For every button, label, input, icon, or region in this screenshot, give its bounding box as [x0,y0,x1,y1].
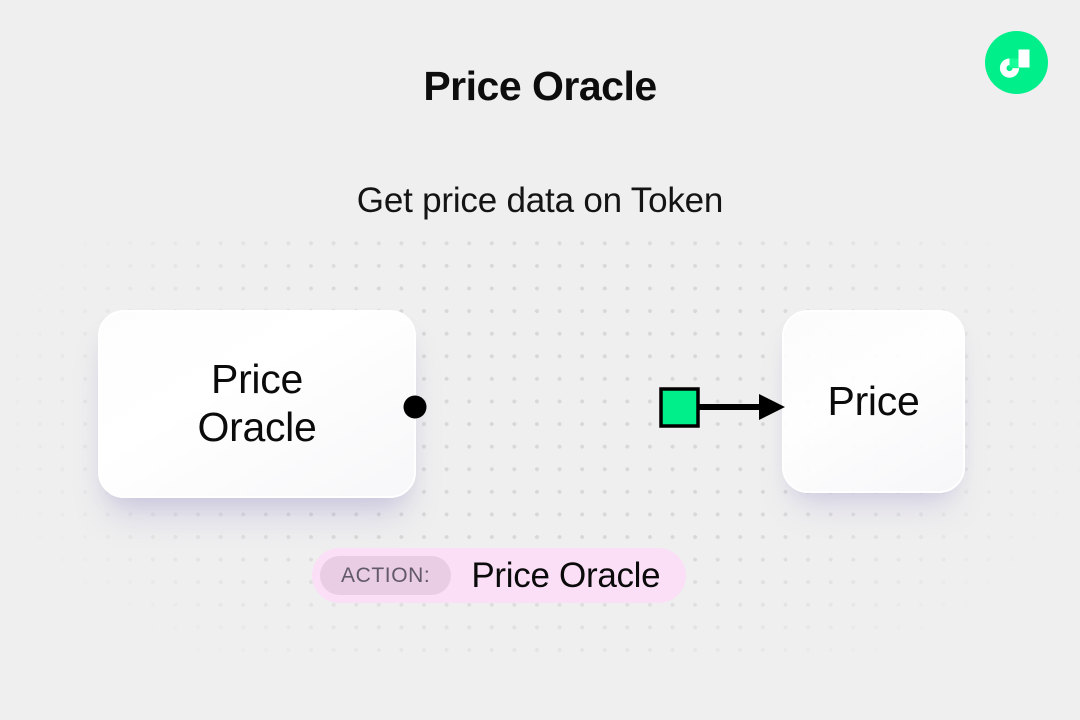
connector-arrow-head [759,394,785,420]
node-card-target-label: Price [827,377,920,424]
page-title: Price Oracle [423,63,657,109]
connector-start-dot [403,395,427,419]
action-value: Price Oracle [471,555,661,595]
action-chip-label: ACTION: [320,556,452,595]
action-badge[interactable]: ACTION: Price Oracle [312,548,687,603]
connector-edge[interactable] [395,380,795,436]
flow-logo[interactable] [985,31,1048,94]
node-card-price-oracle[interactable]: Price Oracle [98,310,416,498]
page-subtitle: Get price data on Token [356,181,724,220]
node-card-source-line2: Oracle [197,404,317,450]
node-card-price[interactable]: Price [782,310,965,493]
node-card-source-label: Price Oracle [198,356,317,452]
connector-marker-square [659,387,700,428]
node-card-source-line1: Price [211,356,303,403]
